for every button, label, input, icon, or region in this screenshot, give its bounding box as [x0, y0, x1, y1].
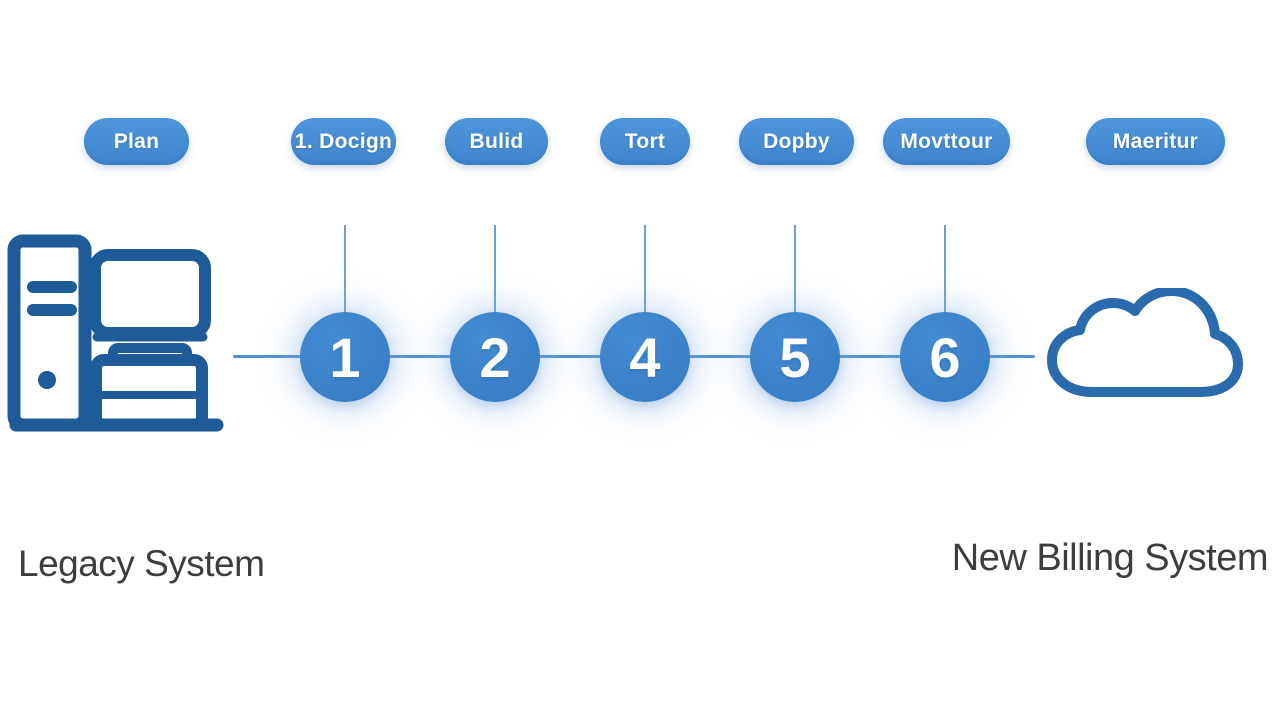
- step-circle-5: 5: [750, 312, 840, 402]
- phase-pill-monitor-2: Maeritur: [1086, 118, 1225, 165]
- phase-pill-deploy: Dopby: [739, 118, 854, 165]
- connector-vertical-line: [644, 225, 646, 357]
- phase-pill-test: Tort: [600, 118, 690, 165]
- cloud-icon: [1047, 288, 1243, 397]
- phase-pill-monitor: Movttour: [883, 118, 1010, 165]
- monitor-shape: [89, 249, 211, 339]
- legacy-system-label: Legacy System: [18, 543, 265, 584]
- new-billing-system-label: New Billing System: [951, 537, 1269, 579]
- step-circle-4: 4: [600, 312, 690, 402]
- connector-vertical-line: [494, 225, 496, 357]
- step-circle-1: 1: [300, 312, 390, 402]
- phase-pill-plan: Plan: [84, 118, 189, 165]
- step-circle-6: 6: [900, 312, 990, 402]
- connector-vertical-line: [944, 225, 946, 357]
- server-tower-shape: [7, 234, 92, 432]
- connector-vertical-line: [794, 225, 796, 357]
- connector-vertical-line: [344, 225, 346, 357]
- step-circle-2: 2: [450, 312, 540, 402]
- phase-pill-build: Bulid: [445, 118, 548, 165]
- legacy-computer-icon: [7, 234, 224, 432]
- phase-pill-design: 1. Docign: [291, 118, 396, 165]
